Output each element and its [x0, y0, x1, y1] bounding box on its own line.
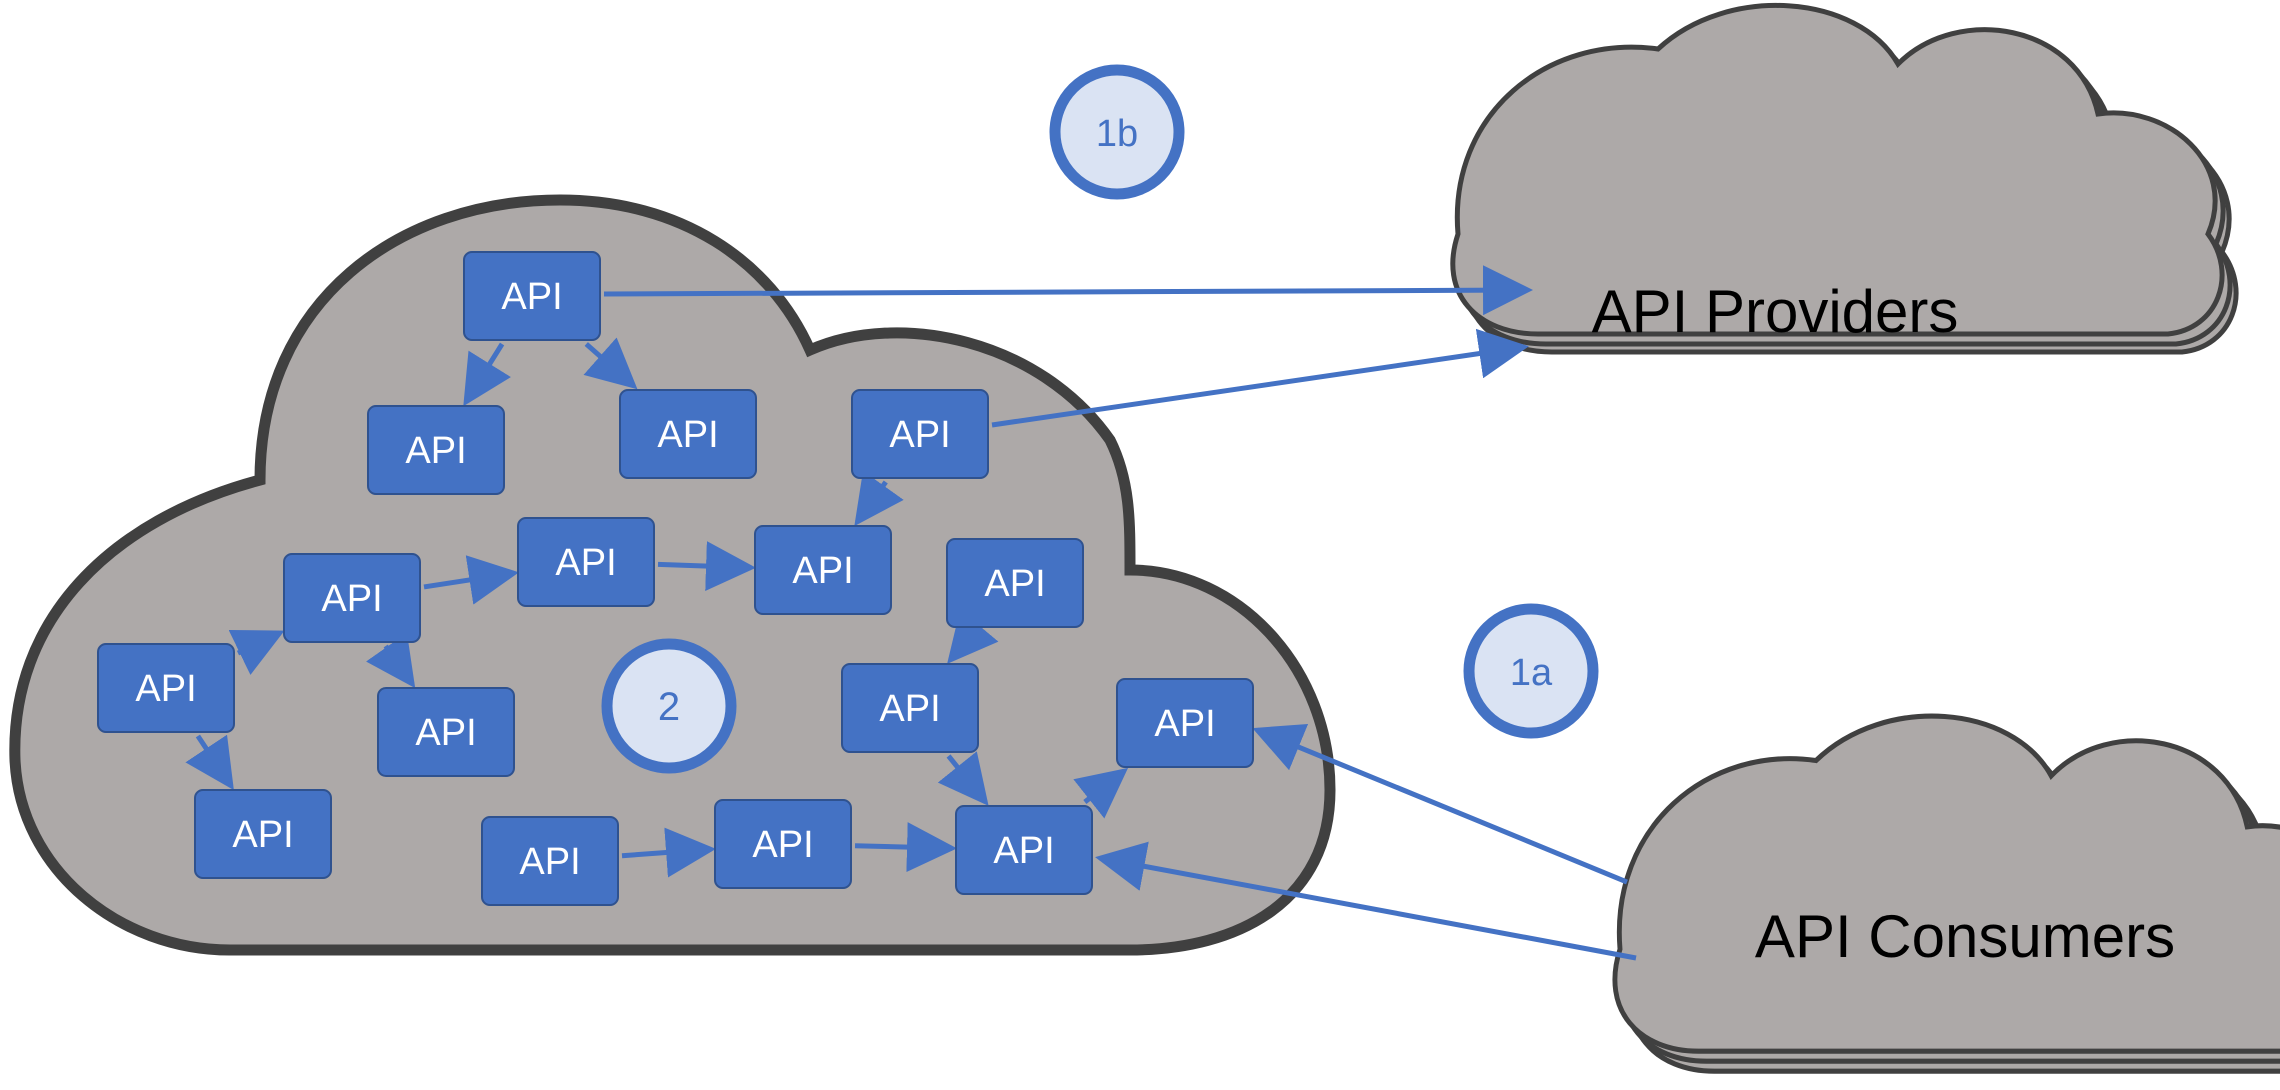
badge-1a: 1a	[1463, 603, 1599, 739]
api-node-n7: API	[946, 538, 1084, 628]
api-box	[946, 538, 1084, 628]
api-node-n1: API	[463, 251, 601, 341]
api-box	[754, 525, 892, 615]
api-node-n6: API	[754, 525, 892, 615]
api-box	[283, 553, 421, 643]
api-node-n15: API	[955, 805, 1093, 895]
api-box	[1116, 678, 1254, 768]
edge-n8-n5	[423, 555, 519, 605]
api-label: API	[792, 550, 853, 592]
api-label: API	[752, 824, 813, 866]
api-label: API	[993, 830, 1054, 872]
api-box	[97, 643, 235, 733]
consumers-cloud	[1615, 716, 2280, 1071]
api-box	[517, 517, 655, 607]
consumers-label: API Consumers	[1755, 903, 2175, 970]
badge-1b: 1b	[1049, 64, 1185, 200]
edge-n8-n10	[366, 632, 416, 689]
api-label: API	[415, 712, 476, 754]
edge-n5-n6	[657, 541, 756, 592]
api-node-n14: API	[1116, 678, 1254, 768]
api-node-n17: API	[714, 799, 852, 889]
badge-1b-label: 1b	[1096, 113, 1138, 155]
api-label: API	[984, 563, 1045, 605]
api-node-n12: API	[841, 663, 979, 753]
api-box	[194, 789, 332, 879]
api-box	[841, 663, 979, 753]
api-box	[851, 389, 989, 479]
api-label: API	[321, 578, 382, 620]
edge-n17-n15	[854, 822, 957, 873]
api-node-n16: API	[481, 816, 619, 906]
edge-n1-providers	[603, 265, 1533, 316]
api-node-n10: API	[377, 687, 515, 777]
api-label: API	[519, 841, 580, 883]
api-node-n5: API	[517, 517, 655, 607]
api-label: API	[555, 542, 616, 584]
api-node-n2: API	[367, 405, 505, 495]
api-box	[377, 687, 515, 777]
edges	[185, 265, 1637, 961]
api-label: API	[889, 414, 950, 456]
edge-consumers-n14	[1252, 723, 1628, 885]
edge-n16-n17	[621, 827, 716, 878]
api-label: API	[879, 688, 940, 730]
edge-n9-n11	[185, 734, 234, 791]
api-node-n4: API	[851, 389, 989, 479]
edge-n12-n15	[937, 751, 989, 806]
edge-n9-n8	[228, 629, 285, 675]
api-nodes: API API API API API API API API API API API API API A…	[97, 251, 1254, 906]
api-box	[481, 816, 619, 906]
api-box	[714, 799, 852, 889]
api-label: API	[232, 814, 293, 856]
api-node-n8: API	[283, 553, 421, 643]
badge-2-label: 2	[658, 685, 680, 729]
edge-n1-n2	[463, 342, 511, 407]
api-box	[367, 405, 505, 495]
edge-n4-n6	[854, 470, 904, 527]
api-label: API	[405, 430, 466, 472]
edge-n4-providers	[991, 328, 1529, 428]
edge-n7-n12	[947, 609, 999, 664]
api-node-n3: API	[619, 389, 757, 479]
api-box	[619, 389, 757, 479]
api-box	[463, 251, 601, 341]
api-node-n9: API	[97, 643, 235, 733]
api-label: API	[657, 414, 718, 456]
edge-consumers-n15	[1095, 841, 1637, 961]
edge-n1-n3	[583, 337, 638, 390]
badge-2: 2	[601, 638, 737, 774]
badge-1a-label: 1a	[1510, 652, 1553, 694]
api-node-n11: API	[194, 789, 332, 879]
providers-label: API Providers	[1592, 278, 1959, 345]
api-label: API	[1154, 703, 1215, 745]
api-label: API	[135, 668, 196, 710]
api-box	[955, 805, 1093, 895]
edge-n15-n14	[1073, 767, 1129, 819]
api-label: API	[501, 276, 562, 318]
